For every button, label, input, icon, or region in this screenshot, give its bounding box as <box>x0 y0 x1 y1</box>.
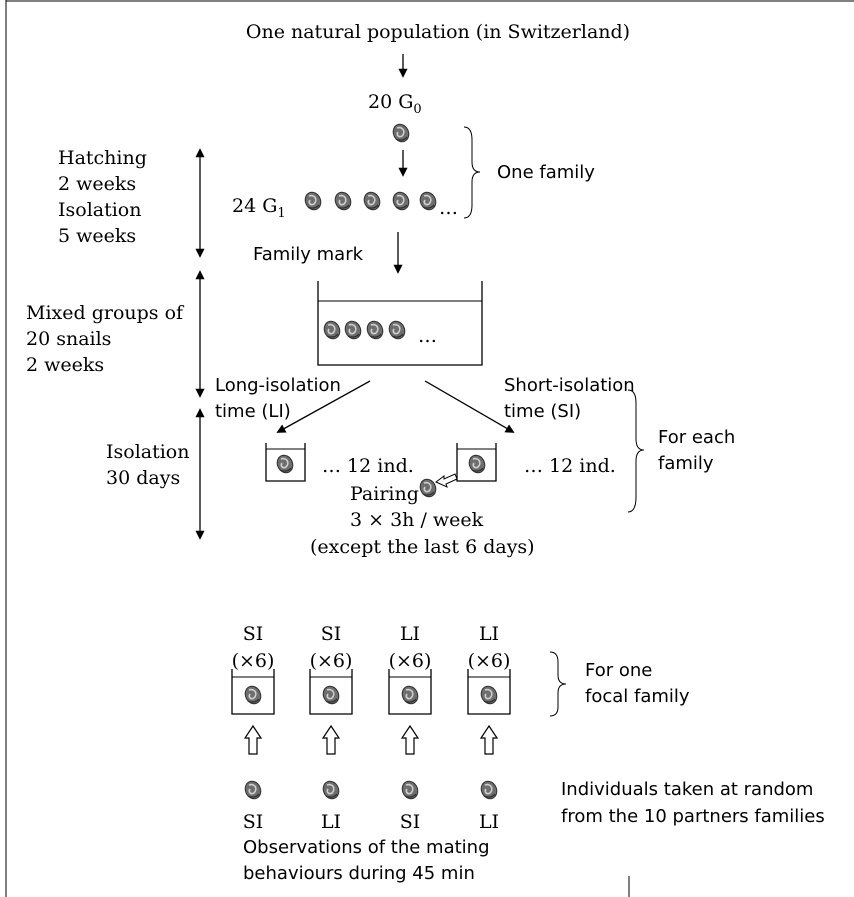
mixed-groups-time: 2 weeks <box>26 354 104 376</box>
partner-treatment-label: SI <box>243 811 264 833</box>
snail-icon <box>320 317 344 343</box>
test-tank <box>309 669 353 715</box>
snail-icon <box>398 682 422 708</box>
hollow-up-arrow-icon <box>480 725 498 755</box>
replicate-label: (×6) <box>468 650 511 672</box>
snail-icon <box>341 317 365 343</box>
mixed-groups-size: 20 snails <box>26 328 111 350</box>
snail-icon <box>241 682 265 708</box>
one-family-label: One family <box>497 162 595 183</box>
focal-treatment-label: SI <box>321 623 342 645</box>
partner-treatment-label: SI <box>400 811 421 833</box>
snail-icon <box>465 451 489 477</box>
snail-icon <box>385 317 409 343</box>
replicate-label: (×6) <box>310 650 353 672</box>
pairing-label: Pairing <box>350 483 419 505</box>
focal-treatment-label: SI <box>243 623 264 645</box>
hatching-label: Hatching <box>58 147 147 169</box>
snail-icon <box>301 188 325 214</box>
g1-ellipsis: … <box>439 197 458 219</box>
snail-icon <box>477 777 501 803</box>
snail-icon <box>389 188 413 214</box>
pairing-note: (except the last 6 days) <box>310 536 535 558</box>
li-label: Long-isolation <box>215 375 341 396</box>
g1-label: 24 G1 <box>232 195 286 221</box>
snail-icon <box>389 120 413 146</box>
observations-label-2: behaviours during 45 min <box>243 863 475 884</box>
brace-one-family <box>463 126 481 219</box>
brace-focal-family <box>549 651 567 717</box>
family-mark-label: Family mark <box>253 244 364 265</box>
li-count: … 12 ind. <box>322 455 414 477</box>
si-count: … 12 ind. <box>524 455 616 477</box>
mixed-group-tank <box>317 281 483 366</box>
li-isolation-tank <box>265 443 306 482</box>
focal-treatment-label: LI <box>400 623 420 645</box>
snail-icon <box>477 682 501 708</box>
si-label-2: time (SI) <box>504 401 581 422</box>
hollow-up-arrow-icon <box>322 725 340 755</box>
pairing-arrow-icon <box>435 473 458 488</box>
si-isolation-tank <box>456 443 497 482</box>
li-label-2: time (LI) <box>215 401 291 422</box>
partner-treatment-label: LI <box>479 811 499 833</box>
snail-icon <box>398 777 422 803</box>
snail-icon <box>363 317 387 343</box>
test-trials: SI (×6) SI SI (×6) LI LI (×6) SI LI (×6) LI <box>231 623 511 833</box>
population-title: One natural population (in Switzerland) <box>246 21 630 43</box>
hollow-up-arrow-icon <box>401 725 419 755</box>
isolation-30-label: Isolation <box>106 441 190 463</box>
isolation-time: 5 weeks <box>58 225 136 247</box>
for-each-family-label-2: family <box>658 453 714 474</box>
test-tank <box>467 669 511 715</box>
mixed-groups-label: Mixed groups of <box>26 302 185 324</box>
snail-icon <box>319 682 343 708</box>
snail-icon <box>416 188 440 214</box>
for-each-family-label: For each <box>658 427 735 448</box>
partner-families-label: from the 10 partners families <box>561 806 825 827</box>
partner-treatment-label: LI <box>321 811 341 833</box>
for-one-label: For one <box>585 660 652 681</box>
replicate-label: (×6) <box>232 650 275 672</box>
focal-treatment-label: LI <box>479 623 499 645</box>
test-tank <box>388 669 432 715</box>
snail-icon <box>416 475 440 501</box>
random-individuals-label: Individuals taken at random <box>561 779 813 800</box>
brace-each-family <box>627 389 645 513</box>
isolation-30-time: 30 days <box>106 467 180 489</box>
replicate-label: (×6) <box>389 650 432 672</box>
test-tank <box>231 669 275 715</box>
snail-icon <box>331 188 355 214</box>
isolation-label: Isolation <box>58 199 142 221</box>
arrow-to-li <box>276 380 371 433</box>
hollow-up-arrow-icon <box>244 725 262 755</box>
snail-icon <box>273 451 297 477</box>
observations-label: Observations of the mating <box>243 837 490 858</box>
pairing-frequency: 3 × 3h / week <box>350 509 484 531</box>
arrow-to-si <box>424 380 515 433</box>
tank-ellipsis: … <box>418 325 437 347</box>
hatching-time: 2 weeks <box>58 173 136 195</box>
snail-icon <box>360 188 384 214</box>
si-label: Short-isolation <box>504 375 635 396</box>
snail-icon <box>319 777 343 803</box>
g0-label: 20 G0 <box>368 91 422 117</box>
snail-icon <box>241 777 265 803</box>
focal-family-label: focal family <box>585 686 690 707</box>
